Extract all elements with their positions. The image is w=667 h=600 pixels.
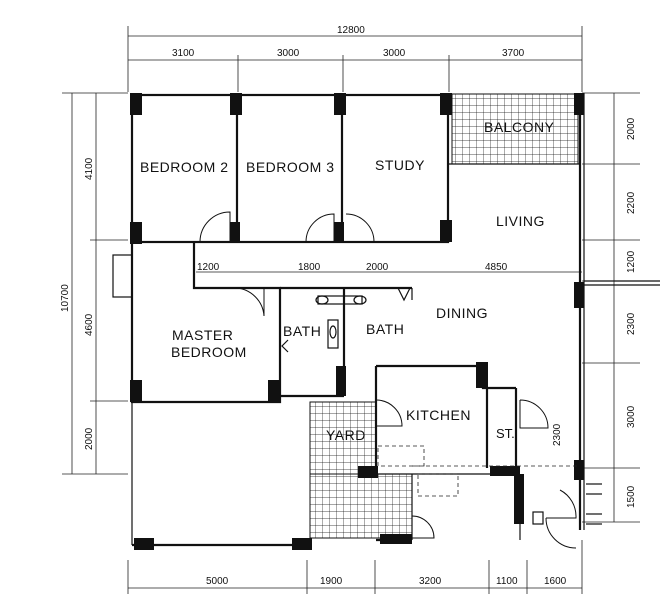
dim-right-6: 1500 [626, 485, 637, 508]
dim-bottom-5: 1600 [544, 576, 567, 587]
label-study: STUDY [375, 157, 425, 173]
label-living: LIVING [496, 213, 545, 229]
label-bath-1: BATH [283, 323, 321, 339]
dim-right-5: 3000 [626, 405, 637, 428]
dim-left-3: 2000 [84, 427, 95, 450]
dim-left-overall: 10700 [60, 284, 71, 312]
label-store: ST. [496, 426, 515, 441]
dim-right-3: 1200 [626, 250, 637, 273]
bottom-dimension-lines [127, 540, 583, 594]
label-balcony: BALCONY [484, 119, 555, 135]
dim-inner-2: 1800 [298, 262, 321, 273]
columns [130, 93, 584, 550]
dim-right-1: 2000 [626, 117, 637, 140]
dim-bottom-4: 1100 [496, 576, 518, 587]
yard-hatch [309, 401, 377, 475]
label-master: MASTER [172, 327, 233, 343]
balcony-hatch [451, 93, 579, 165]
dim-bottom-1: 5000 [206, 576, 229, 587]
dim-top-2: 3000 [277, 48, 300, 59]
dim-inner-4: 4850 [485, 262, 508, 273]
walls [112, 93, 660, 547]
dim-top-1: 3100 [172, 48, 195, 59]
dim-right-4: 2300 [626, 312, 637, 335]
label-kitchen: KITCHEN [406, 407, 471, 423]
dim-store-height: 2300 [552, 423, 563, 446]
label-master-bedroom: BEDROOM [171, 344, 247, 360]
dim-left-1: 4100 [84, 157, 95, 180]
top-dimension-lines [127, 26, 583, 273]
label-bath-2: BATH [366, 321, 404, 337]
label-dining: DINING [436, 305, 488, 321]
label-bedroom-3: BEDROOM 3 [246, 159, 335, 175]
right-dimension-lines [582, 92, 640, 523]
dim-bottom-2: 1900 [320, 576, 343, 587]
dim-left-2: 4600 [84, 313, 95, 336]
dim-inner-1: 1200 [197, 262, 220, 273]
doors [199, 211, 602, 549]
lower-yard-hatch [309, 473, 413, 539]
dim-inner-3: 2000 [366, 262, 389, 273]
dim-bottom-3: 3200 [419, 576, 442, 587]
label-yard: YARD [326, 427, 366, 443]
dim-top-3: 3000 [383, 48, 406, 59]
dim-top-4: 3700 [502, 48, 525, 59]
fixtures [281, 287, 580, 497]
left-dimension-lines [62, 92, 128, 475]
label-bedroom-2: BEDROOM 2 [140, 159, 229, 175]
dim-overall-top: 12800 [337, 25, 365, 36]
dim-right-2: 2200 [626, 191, 637, 214]
